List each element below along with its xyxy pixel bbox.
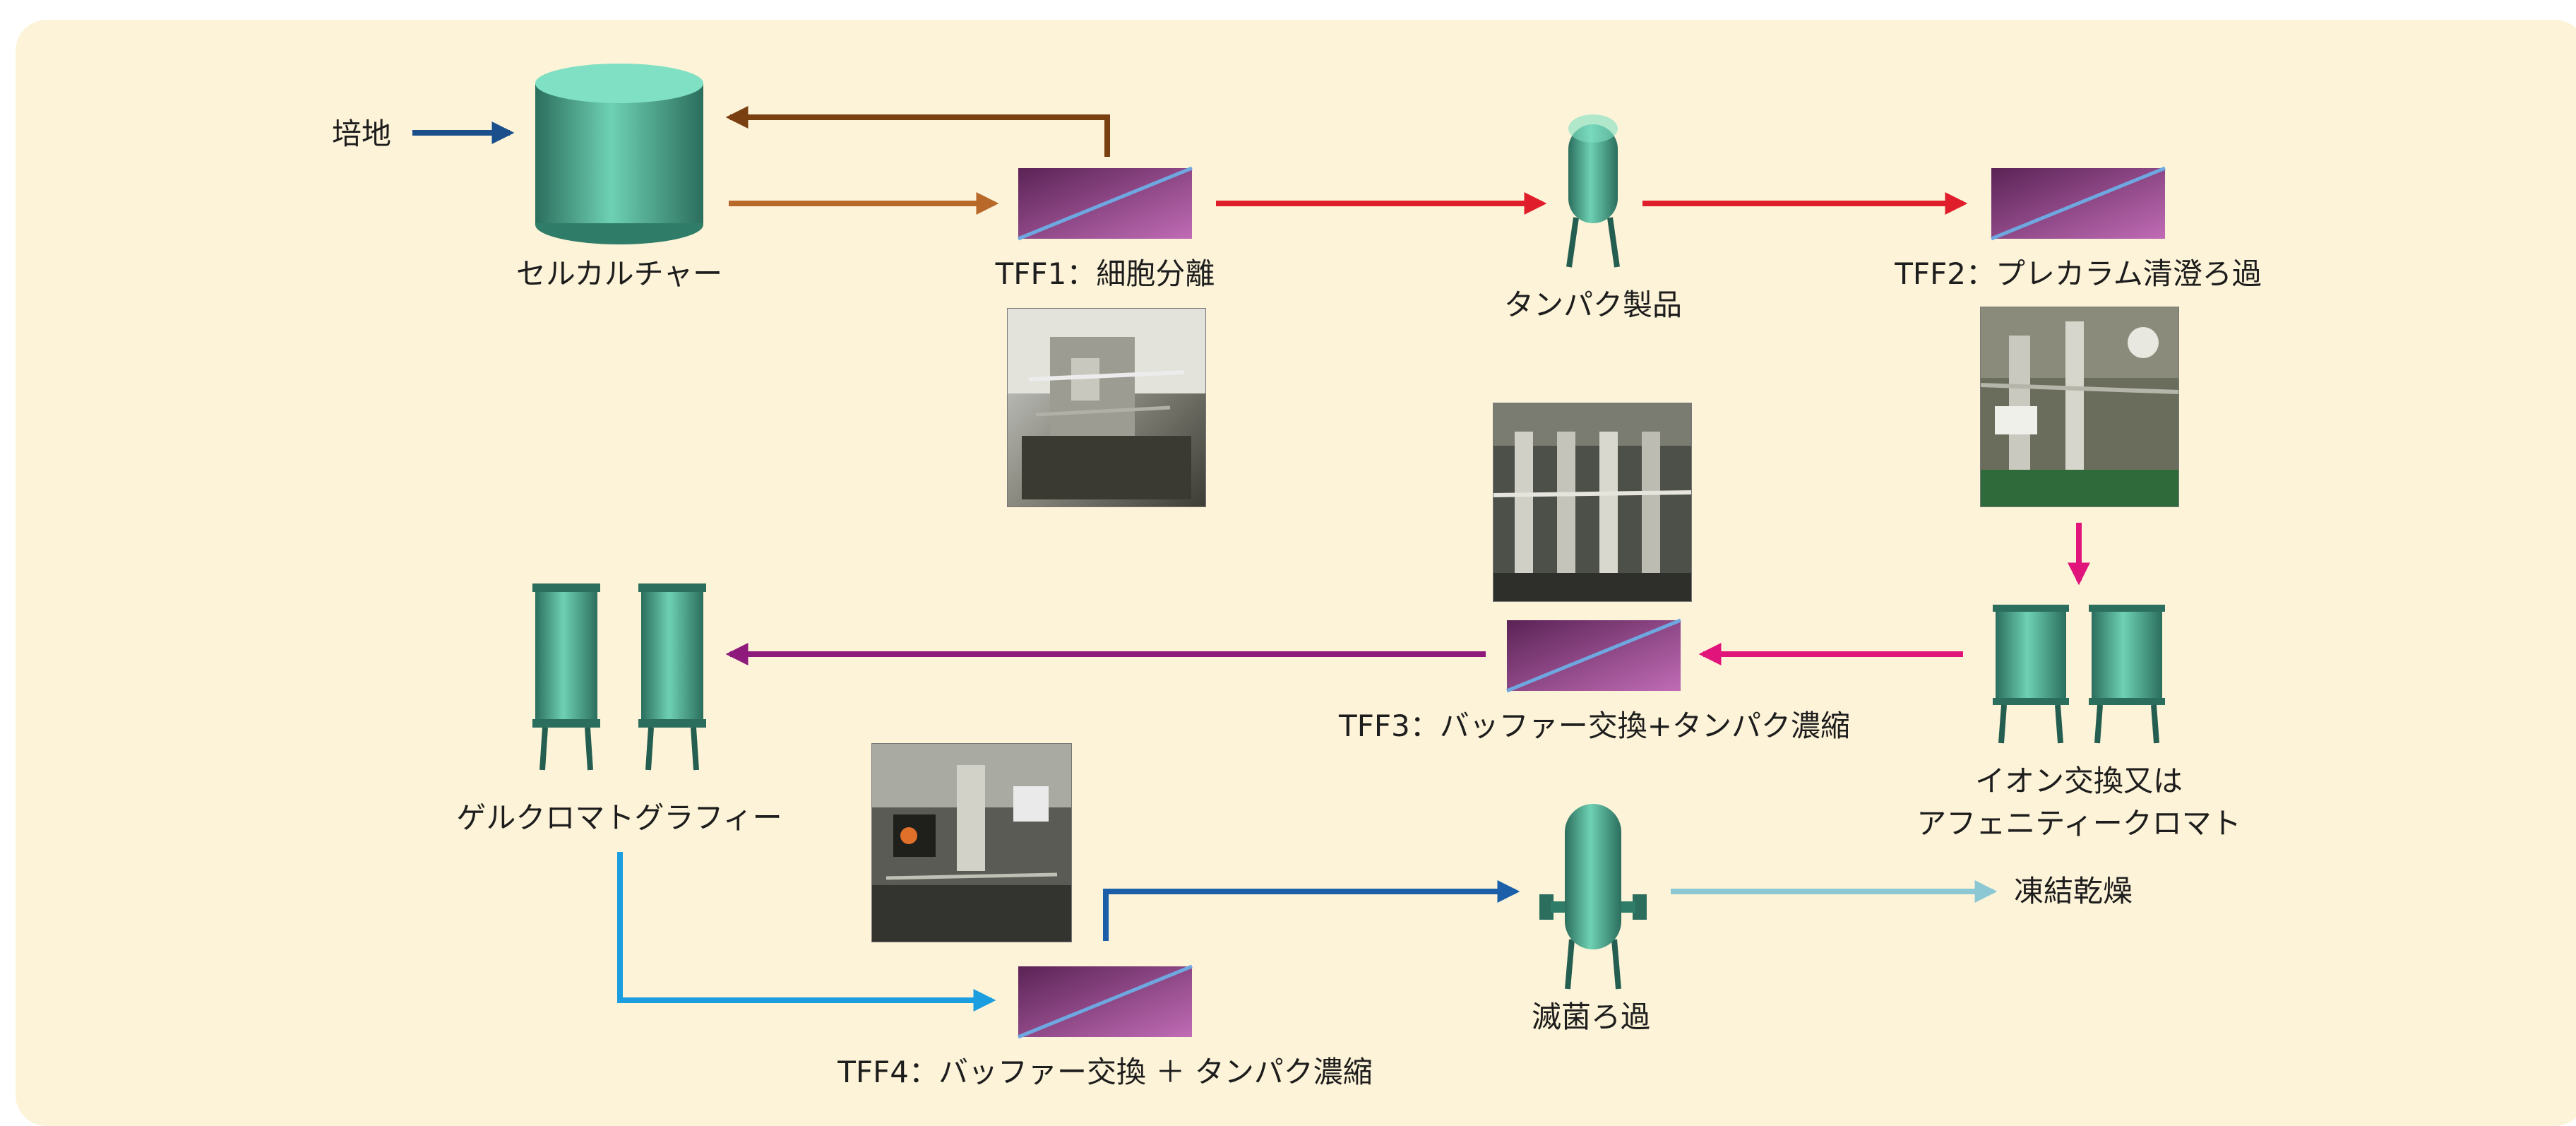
chromatography-column-icon <box>532 583 600 771</box>
tff-filter-icon <box>1018 166 1193 241</box>
medium-label: 培地 <box>332 117 392 151</box>
equipment-photo-icon <box>1007 308 1206 507</box>
tff2-label: TFF2：プレカラム清澄ろ過 <box>1895 256 2262 291</box>
tff3-label: TFF3：バッファー交換+タンパク濃縮 <box>1339 709 1850 743</box>
sterile-filter-housing-icon <box>1539 804 1647 990</box>
bioreactor-tank-icon <box>535 64 703 244</box>
equipment-photo-icon <box>1980 307 2179 507</box>
tff-filter-icon <box>1506 618 1681 693</box>
chromatography-column-icon <box>1993 605 2069 744</box>
tff-filter-icon <box>1991 166 2166 241</box>
cell-culture-label: セルカルチャー <box>515 256 723 291</box>
chromatography-column-icon <box>2089 605 2165 744</box>
ion-exchange-label-line1: イオン交換又は <box>1974 764 2183 798</box>
tff1-label: TFF1：細胞分離 <box>995 256 1215 291</box>
gel-to-tff4-arrow <box>617 852 996 1012</box>
tff4-to-sterile-arrow <box>1103 880 1520 941</box>
gel-chromatography-label: ゲルクロマトグラフィー <box>456 800 782 835</box>
tff4-label: TFF4：バッファー交換 ＋ タンパク濃縮 <box>837 1055 1373 1089</box>
ion-exchange-label-line2: アフェニティークロマト <box>1916 806 2241 841</box>
equipment-photo-icon <box>1493 403 1692 602</box>
recycle-arrow <box>725 106 1110 157</box>
sterile-filtration-label: 滅菌ろ過 <box>1531 1000 1651 1034</box>
chromatography-column-icon <box>638 583 706 771</box>
tff-filter-icon <box>1018 964 1193 1039</box>
product-tank-icon <box>1566 114 1620 268</box>
equipment-photo-icon <box>871 743 1072 942</box>
protein-product-label: タンパク製品 <box>1503 288 1683 322</box>
freeze-drying-label: 凍結乾燥 <box>2014 874 2133 908</box>
